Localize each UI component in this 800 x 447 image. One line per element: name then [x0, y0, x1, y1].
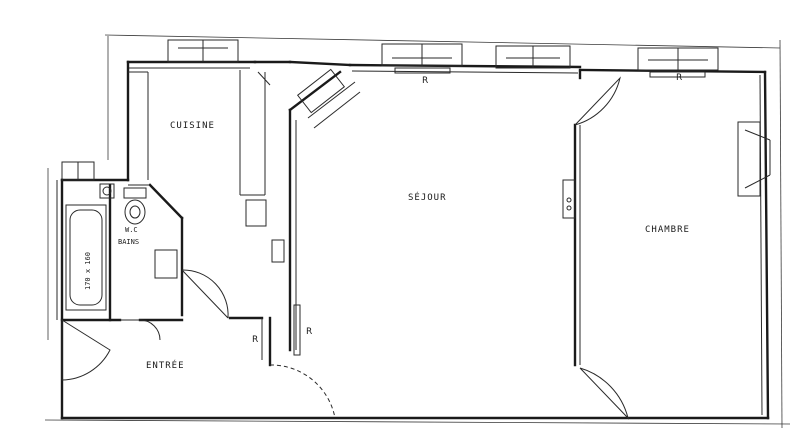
doors — [61, 76, 629, 420]
label-chambre: CHAMBRE — [645, 225, 690, 235]
bath-window — [61, 161, 95, 181]
interior-walls — [60, 70, 582, 367]
room-labels: CUISINE W.C BAINS 170 x 160 ENTRÉE SÉJOU… — [84, 121, 690, 371]
top-windows — [167, 39, 719, 78]
radiator-marks: R R R R — [252, 73, 682, 345]
label-cuisine: CUISINE — [170, 121, 215, 131]
radiator-mark-entree-right: R — [306, 327, 312, 337]
chambre-fireplace — [737, 121, 771, 197]
radiator-mark-entree-left: R — [252, 335, 258, 345]
diagonal-wall — [288, 60, 361, 129]
label-bathtub: 170 x 160 — [84, 252, 92, 290]
exterior-walls — [56, 60, 770, 420]
label-sejour: SÉJOUR — [408, 191, 447, 203]
construction-lines — [44, 34, 791, 429]
label-bains: BAINS — [118, 238, 139, 246]
label-wc: W.C — [125, 226, 138, 234]
radiator-mark-sejour: R — [422, 76, 428, 86]
label-entree: ENTRÉE — [146, 359, 185, 371]
radiator-mark-chambre: R — [676, 73, 682, 83]
